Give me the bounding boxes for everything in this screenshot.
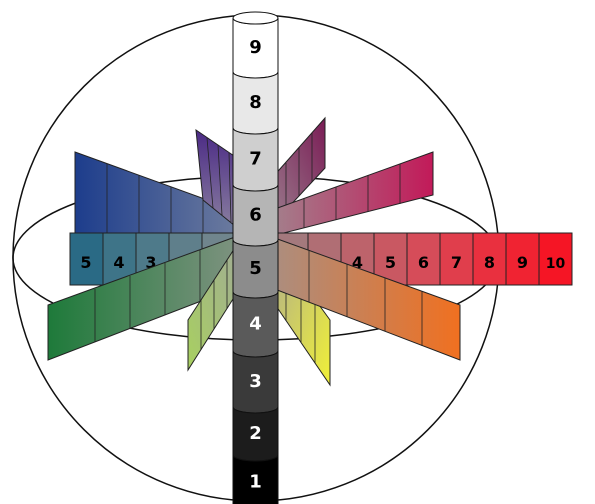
chroma-left-label-5: 5 — [80, 253, 91, 272]
value-label-8: 8 — [249, 92, 262, 113]
chroma-left-label-4: 4 — [113, 253, 124, 272]
chroma-right-label-7: 7 — [451, 253, 462, 272]
value-label-3: 3 — [249, 371, 262, 392]
chroma-right-label-5: 5 — [385, 253, 396, 272]
value-label-7: 7 — [249, 149, 262, 170]
chroma-right-label-8: 8 — [484, 253, 495, 272]
value-label-4: 4 — [249, 314, 262, 335]
value-label-9: 9 — [249, 37, 262, 58]
chroma-right-label-9: 9 — [517, 253, 528, 272]
value-label-5: 5 — [249, 258, 262, 279]
value-label-6: 6 — [249, 205, 262, 226]
value-label-1: 1 — [249, 472, 262, 493]
value-axis: 1 2 3 4 5 6 7 8 9 — [233, 12, 278, 504]
chroma-right-label-10: 10 — [546, 256, 566, 272]
chroma-right-label-6: 6 — [418, 253, 429, 272]
value-label-2: 2 — [249, 423, 262, 444]
